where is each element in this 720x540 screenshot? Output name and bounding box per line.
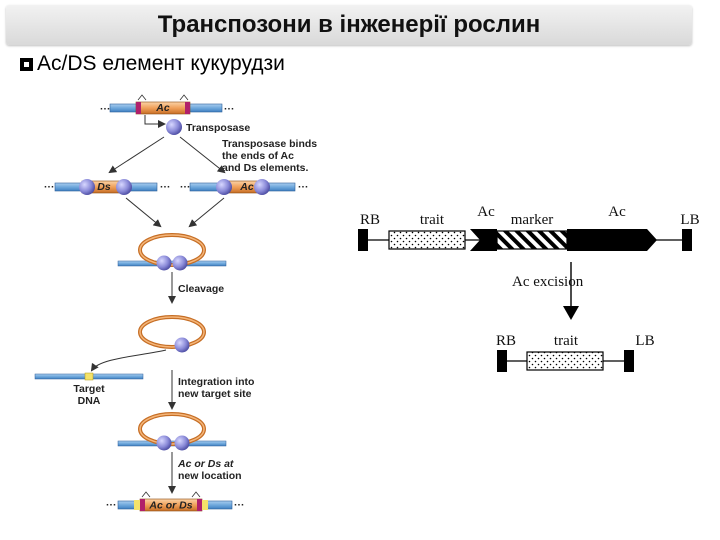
cleavage-label: Cleavage — [178, 283, 224, 295]
ac-label-2: Ac — [239, 181, 254, 193]
svg-text:···: ··· — [234, 499, 245, 511]
target-line1: Target — [73, 383, 105, 395]
rb-label: RB — [360, 212, 380, 228]
title-bar: Транспозони в інженерії рослин — [6, 5, 692, 45]
integration-line2: new target site — [178, 388, 252, 400]
svg-text:···: ··· — [224, 103, 235, 115]
svg-text:···: ··· — [106, 499, 117, 511]
ac-left-block — [470, 229, 497, 251]
target-dna — [34, 372, 144, 381]
svg-text:···: ··· — [100, 103, 111, 115]
trait-label-2: trait — [554, 333, 579, 349]
newloc-line2: new location — [178, 470, 242, 482]
binds-line1: Transposase binds — [222, 138, 317, 150]
ds-transposase-right — [116, 179, 132, 195]
ds-label: Ds — [97, 181, 111, 193]
construct-after — [497, 350, 634, 372]
ac-transposase-left — [216, 179, 232, 195]
svg-text:···: ··· — [160, 181, 171, 193]
svg-text:···: ··· — [298, 181, 309, 193]
slide-title: Транспозони в інженерії рослин — [157, 11, 541, 38]
newloc-line1: Ac or Ds at — [177, 458, 234, 470]
ac-left-label: Ac — [477, 204, 495, 220]
integration-line1: Integration into — [178, 376, 254, 388]
ac-right-end — [185, 102, 190, 114]
checkbox-bullet-icon — [20, 57, 33, 71]
excised-circle — [138, 315, 206, 353]
ac-left-end — [136, 102, 141, 114]
final-label: Ac or Ds — [148, 500, 192, 512]
rb-border-2 — [497, 350, 507, 372]
excision-label: Ac excision — [512, 274, 584, 290]
lb-border-2 — [624, 350, 634, 372]
trait-box — [388, 230, 466, 250]
ds-transposase-left — [79, 179, 95, 195]
binds-line3: and Ds elements. — [222, 162, 308, 174]
binds-line2: the ends of Ac — [222, 150, 294, 162]
ds-chromosome: ··· Ds ··· — [44, 179, 171, 195]
lb-label: LB — [680, 212, 699, 228]
ac-transposase-right — [254, 179, 270, 195]
ac-right-label: Ac — [608, 204, 626, 220]
target-site — [84, 372, 94, 381]
top-chromosome-ac: ··· Ac ··· — [100, 94, 235, 115]
trait-label: trait — [420, 212, 445, 228]
svg-text:···: ··· — [180, 181, 191, 193]
svg-text:···: ··· — [44, 181, 55, 193]
final-chromosome: ··· Ac or Ds ··· — [106, 491, 245, 512]
ac-chromosome: ··· Ac ··· — [180, 179, 309, 195]
marker-box — [496, 230, 568, 250]
bullet-item: Ac/DS елемент кукурудзи — [20, 52, 285, 76]
marker-label: marker — [511, 212, 553, 228]
transposase-protein — [166, 119, 182, 135]
target-line2: DNA — [78, 395, 101, 407]
ac-label: Ac — [155, 102, 170, 114]
ac-right-block — [567, 229, 657, 251]
lb-label-2: LB — [635, 333, 654, 349]
trait-box-2 — [526, 351, 604, 371]
lb-border — [682, 229, 692, 251]
rb-label-2: RB — [496, 333, 516, 349]
transposase-label: Transposase — [186, 122, 250, 134]
rb-border — [358, 229, 368, 251]
construct-before — [358, 229, 692, 251]
excision-arrow-icon — [563, 306, 579, 320]
integration-loop — [117, 412, 227, 451]
excision-loop-1 — [117, 233, 227, 271]
bullet-text: Ac/DS елемент кукурудзи — [37, 52, 285, 75]
